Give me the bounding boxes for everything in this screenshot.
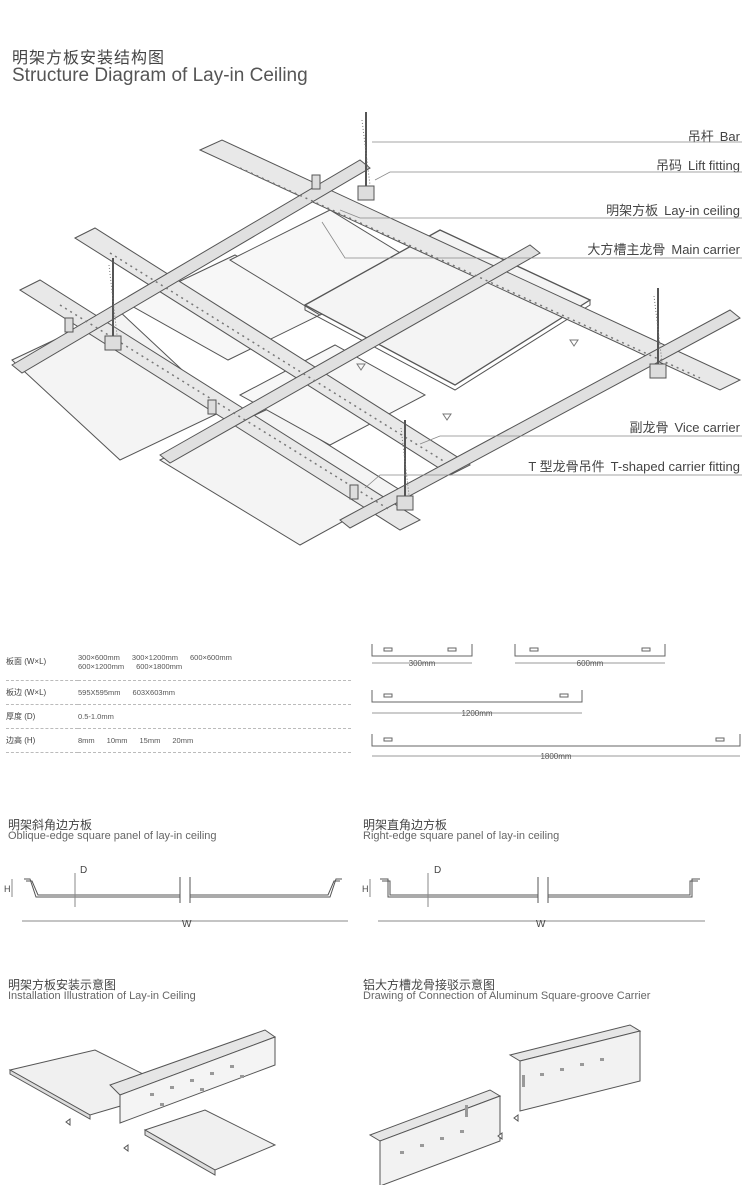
svg-text:D: D [80,865,87,876]
connection-illustration [368,1024,642,1185]
spec-row: 厚度 (D) 0.5-1.0mm [6,704,351,728]
svg-text:D: D [434,865,441,876]
leader-line [321,141,742,489]
installation-title-en: Installation Illustration of Lay-in Ceil… [8,990,196,1002]
vice-carrier [11,159,741,529]
svg-text:H: H [362,884,369,894]
length-label-300: 300mm [409,659,436,668]
length-label-1200: 1200mm [461,709,492,718]
page-title-cn: 明架方板安装结构图 [12,50,166,67]
ceiling-panel [158,407,401,546]
installation-illustration [8,1029,277,1176]
oblique-title-en: Oblique-edge square panel of lay-in ceil… [8,830,217,842]
svg-text:W: W [182,919,192,930]
oblique-title-cn: 明架斜角边方板 [8,818,93,832]
right-panel-section: D H W [362,865,705,930]
structure-diagram [11,112,742,546]
page-title-en: Structure Diagram of Lay-in Ceiling [12,65,308,86]
hanger-rod [112,112,659,500]
direction-arrow [356,339,579,421]
installation-title-cn: 明架方板安装示意图 [8,978,117,992]
right-title-en: Right-edge square panel of lay-in ceilin… [363,830,560,842]
length-label-1800: 1800mm [540,752,571,761]
carrier-length-drawings: 300mm 600mm 1200mm 1800mm [371,644,741,761]
svg-text:W: W [536,919,546,930]
oblique-panel-section: D H W [4,865,348,930]
lift-fitting [64,174,667,511]
right-title-cn: 明架直角边方板 [363,818,448,832]
length-label-600: 600mm [577,659,604,668]
connection-title-en: Drawing of Connection of Aluminum Square… [363,990,651,1002]
connection-title-cn: 铝大方槽龙骨接驳示意图 [363,978,496,992]
svg-text:H: H [4,884,11,894]
